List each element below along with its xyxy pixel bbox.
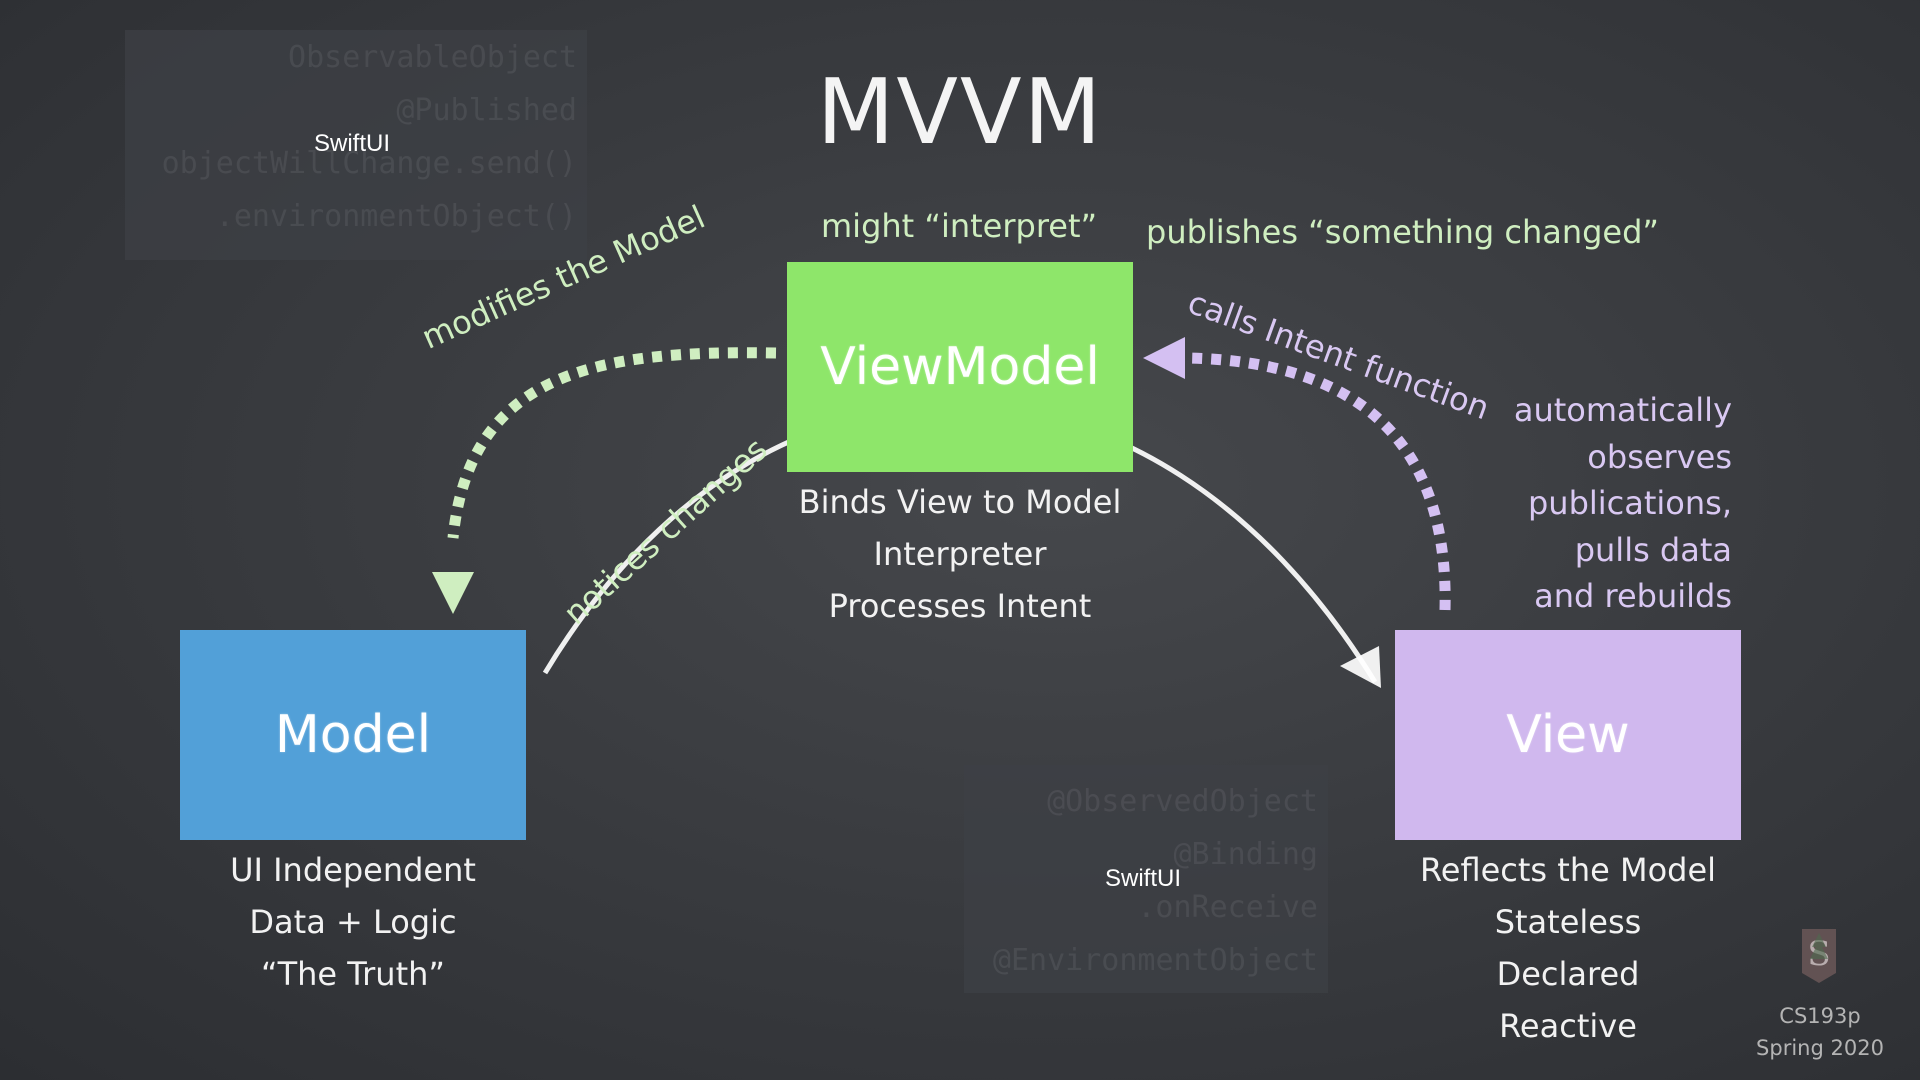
- caption-line: Binds View to Model: [798, 483, 1122, 521]
- observes-line: publications,: [1527, 484, 1732, 522]
- observes-line: observes: [1587, 437, 1732, 476]
- code-line: objectWillChange.send(): [161, 146, 577, 181]
- code-line: ObservableObject: [288, 40, 577, 75]
- observes-line: automatically: [1513, 391, 1732, 429]
- view-label: View: [1506, 705, 1630, 765]
- course-term: Spring 2020: [1756, 1036, 1884, 1060]
- observes-line: pulls data: [1574, 530, 1732, 569]
- course-code: CS193p: [1779, 1004, 1861, 1028]
- modifies-model-arrow: [447, 347, 777, 539]
- caption-line: Reactive: [1499, 1007, 1637, 1045]
- swiftui-code-panel-top: ObservableObject @Published objectWillCh…: [125, 30, 587, 260]
- swiftui-label: SwiftUI: [314, 130, 391, 157]
- observes-note: automatically observes publications, pul…: [1480, 387, 1732, 620]
- view-caption: Reflects the Model Stateless Declared Re…: [1368, 844, 1768, 1052]
- model-label: Model: [274, 705, 432, 765]
- caption-line: Data + Logic: [249, 903, 457, 941]
- code-line: @ObservedObject: [1047, 784, 1318, 819]
- code-line: .environmentObject(): [215, 199, 577, 234]
- publishes-label: publishes “something changed”: [1146, 213, 1659, 251]
- viewmodel-annotation: might “interpret”: [821, 207, 1098, 245]
- calls-intent-arrow: [1184, 352, 1451, 611]
- view-box: View: [1395, 630, 1741, 840]
- code-line: .onReceive: [1137, 890, 1318, 925]
- swiftui-label: SwiftUI: [1105, 865, 1182, 892]
- viewmodel-box: ViewModel: [787, 262, 1133, 472]
- course-footer: CS193p Spring 2020: [1740, 1000, 1900, 1064]
- caption-line: Declared: [1496, 955, 1640, 993]
- notices-changes-arrowhead: [1340, 646, 1381, 688]
- code-line: @Binding: [1173, 837, 1319, 872]
- viewmodel-caption: Binds View to Model Interpreter Processe…: [760, 476, 1160, 632]
- observes-line: and rebuilds: [1534, 577, 1732, 615]
- swiftui-code-panel-bottom: @ObservedObject @Binding .onReceive @Env…: [964, 765, 1328, 993]
- caption-line: Stateless: [1494, 903, 1642, 941]
- code-line: @Published: [396, 93, 577, 128]
- model-box: Model: [180, 630, 526, 840]
- stanford-logo-icon: S: [1802, 929, 1836, 983]
- caption-line: Reflects the Model: [1419, 851, 1717, 889]
- slide-title: MVVM: [816, 60, 1104, 165]
- calls-intent-arrowhead: [1143, 337, 1185, 379]
- code-line: @EnvironmentObject: [992, 943, 1318, 978]
- modifies-model-arrowhead: [432, 572, 474, 614]
- caption-line: UI Independent: [230, 851, 476, 889]
- caption-line: Interpreter: [873, 535, 1047, 573]
- caption-line: “The Truth”: [261, 955, 445, 993]
- caption-line: Processes Intent: [828, 587, 1092, 625]
- viewmodel-label: ViewModel: [820, 337, 1100, 397]
- model-caption: UI Independent Data + Logic “The Truth”: [153, 844, 553, 1000]
